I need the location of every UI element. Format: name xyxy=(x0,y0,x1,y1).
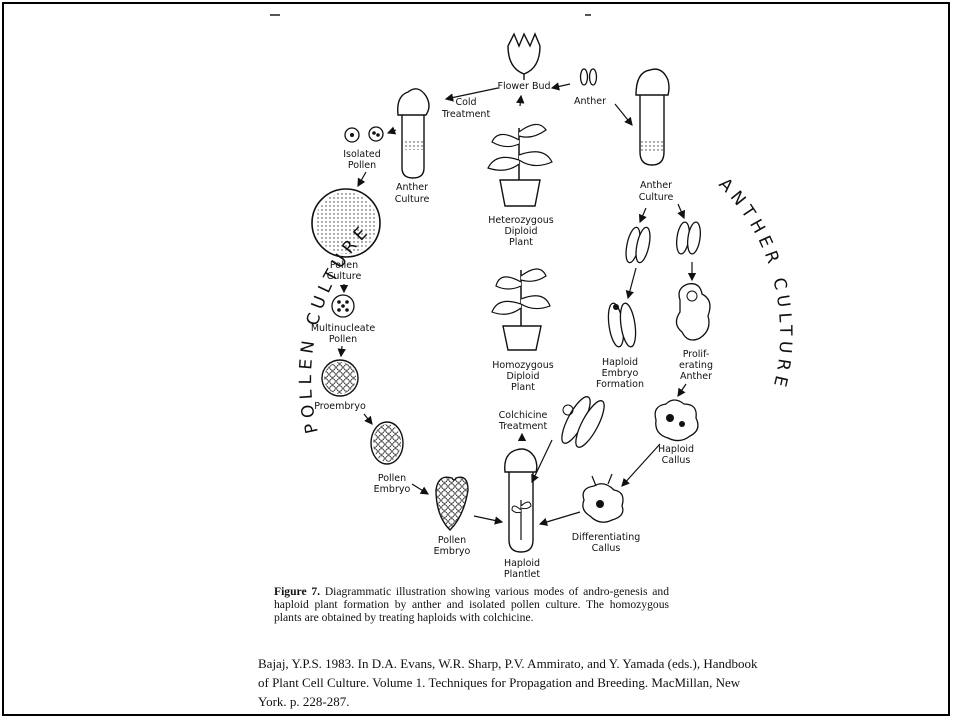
label-pollen-embryo-center-2: Embryo xyxy=(434,546,471,557)
label-anther-culture-left-1: Anther xyxy=(396,182,428,193)
label-pollen-embryo-center-1: Pollen xyxy=(438,535,466,546)
label-pollen-embryo-left-2: Embryo xyxy=(374,484,411,495)
multinucleate-pollen-illustration xyxy=(332,295,354,317)
label-haploid-embryo-3: Formation xyxy=(596,379,644,390)
embryo-anthers-illustration xyxy=(557,393,610,450)
cultured-anthers-illustration xyxy=(623,221,702,264)
label-multinucleate-2: Pollen xyxy=(329,334,357,345)
differentiating-callus-illustration xyxy=(583,474,623,522)
label-anther: Anther xyxy=(574,96,606,107)
label-cold-2: Treatment xyxy=(441,109,491,120)
heterozygous-plant-illustration xyxy=(488,124,552,206)
flower-bud-illustration xyxy=(508,34,540,80)
label-homozygous-2: Diploid xyxy=(506,371,539,382)
pollen-embryo-heart-illustration xyxy=(436,477,468,530)
source-citation: Bajaj, Y.P.S. 1983. In D.A. Evans, W.R. … xyxy=(258,654,758,711)
label-haploid-embryo-1: Haploid xyxy=(602,357,638,368)
label-proliferating-2: erating xyxy=(679,360,713,371)
proliferating-anther-illustration xyxy=(676,284,710,340)
label-proembryo: Proembryo xyxy=(314,401,366,412)
figure-caption: Figure 7. Diagrammatic illustration show… xyxy=(274,585,669,625)
label-proliferating-3: Anther xyxy=(680,371,712,382)
label-haploid-embryo-2: Embryo xyxy=(602,368,639,379)
homozygous-plant-illustration xyxy=(492,269,550,350)
label-anther-culture-right-1: Anther xyxy=(640,180,672,191)
label-differentiating-1: Differentiating xyxy=(572,532,641,543)
label-anther-culture-left-2: Culture xyxy=(395,194,430,205)
label-heterozygous-3: Plant xyxy=(509,237,533,248)
label-isolated-pollen-2: Pollen xyxy=(348,160,376,171)
label-homozygous-1: Homozygous xyxy=(492,360,553,371)
pollen-embryo-left-illustration xyxy=(371,422,403,464)
anther-illustration xyxy=(581,69,597,85)
label-colchicine-2: Treatment xyxy=(498,421,548,432)
label-haploid-plantlet-1: Haploid xyxy=(504,558,540,569)
label-isolated-pollen-1: Isolated xyxy=(343,149,381,160)
label-heterozygous-1: Heterozygous xyxy=(488,215,554,226)
isolated-pollen-illustration xyxy=(345,127,383,142)
label-haploid-callus-2: Callus xyxy=(662,455,691,466)
label-proliferating-1: Prolif- xyxy=(683,349,710,360)
anther-culture-arc-label: ANTHER CULTURE xyxy=(714,174,795,393)
label-cold-1: Cold xyxy=(455,97,476,108)
figure-number: Figure 7. xyxy=(274,585,320,598)
anther-culture-tube-right xyxy=(636,69,669,165)
proembryo-illustration xyxy=(322,360,358,396)
anther-culture-tube-left xyxy=(398,89,429,178)
label-heterozygous-2: Diploid xyxy=(504,226,537,237)
label-pollen-embryo-left-1: Pollen xyxy=(378,473,406,484)
label-anther-culture-right-2: Culture xyxy=(639,192,674,203)
haploid-plantlet-tube-illustration xyxy=(505,449,537,552)
haploid-callus-illustration xyxy=(655,400,698,441)
label-colchicine-1: Colchicine xyxy=(499,410,548,421)
figure-caption-text: Diagrammatic illustration showing variou… xyxy=(274,585,669,624)
haploid-embryo-formation-illustration xyxy=(606,302,638,348)
label-haploid-callus-1: Haploid xyxy=(658,444,694,455)
label-differentiating-2: Callus xyxy=(592,543,621,554)
label-flower-bud: Flower Bud xyxy=(497,81,550,92)
label-haploid-plantlet-2: Plantlet xyxy=(504,569,540,580)
label-homozygous-3: Plant xyxy=(511,382,535,393)
